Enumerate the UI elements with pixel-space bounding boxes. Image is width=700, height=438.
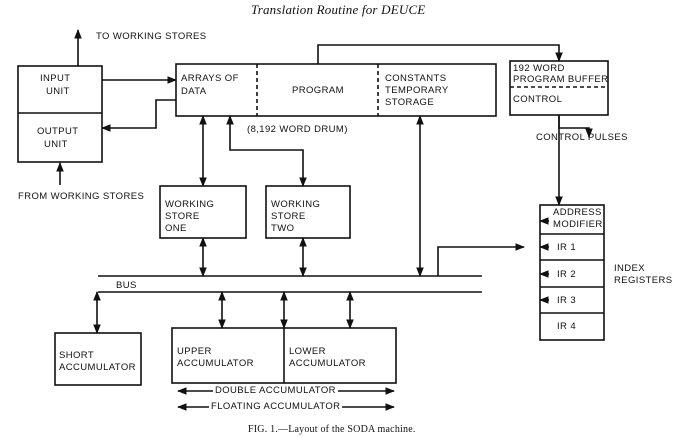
input-unit-label-1: INPUT	[40, 73, 71, 84]
lower-accumulator-label-1: LOWER	[289, 346, 326, 357]
constants-label-1: CONSTANTS	[385, 73, 447, 84]
short-accumulator-label-1: SHORT	[59, 350, 95, 361]
constants-label-2: TEMPORARY	[385, 85, 449, 96]
input-output-box	[17, 65, 103, 163]
bus-label: BUS	[116, 280, 137, 291]
output-unit-label-1: OUTPUT	[37, 126, 79, 137]
ir4-label: IR 4	[557, 321, 577, 332]
drum-size-label: (8,192 WORD DRUM)	[247, 124, 348, 135]
constants-label-3: STORAGE	[385, 97, 435, 108]
ws2-label-2: STORE	[271, 211, 306, 222]
arrays-label-1: ARRAYS OF	[181, 73, 239, 84]
lower-accumulator-label-2: ACCUMULATOR	[289, 358, 366, 369]
input-unit-label-2: UNIT	[46, 86, 70, 97]
figure-caption: FIG. 1.—Layout of the SODA machine.	[248, 424, 416, 435]
ir3-label: IR 3	[557, 295, 577, 306]
floating-accumulator-label: FLOATING ACCUMULATOR	[209, 401, 343, 412]
index-registers-label-1: INDEX	[614, 263, 646, 274]
control-label: CONTROL	[513, 94, 563, 105]
address-modifier-label-1: ADDRESS	[553, 207, 602, 218]
output-unit-label-2: UNIT	[44, 139, 68, 150]
ws1-label-1: WORKING	[165, 199, 215, 210]
control-pulses-label: CONTROL PULSES	[536, 132, 628, 143]
buffer-label-1: 192 WORD	[513, 63, 565, 74]
ws1-label-3: ONE	[165, 223, 187, 234]
address-modifier-label-2: MODIFIER	[553, 219, 603, 230]
working-store-two-box	[265, 185, 351, 239]
to-working-stores-label: TO WORKING STORES	[96, 31, 207, 42]
ws2-label-3: TWO	[271, 223, 295, 234]
ir1-label: IR 1	[557, 242, 577, 253]
ir2-label: IR 2	[557, 269, 577, 280]
upper-accumulator-label-1: UPPER	[177, 346, 212, 357]
program-label: PROGRAM	[292, 85, 344, 96]
double-accumulator-label: DOUBLE ACCUMULATOR	[213, 385, 338, 396]
arrays-label-2: DATA	[181, 86, 207, 97]
index-registers-label-2: REGISTERS	[614, 275, 673, 286]
from-working-stores-label: FROM WORKING STORES	[18, 191, 145, 202]
upper-accumulator-label-2: ACCUMULATOR	[177, 358, 254, 369]
drum-box	[175, 63, 497, 117]
page-title: Translation Routine for DEUCE	[251, 2, 426, 17]
short-accumulator-label-2: ACCUMULATOR	[59, 362, 136, 373]
ws1-label-2: STORE	[165, 211, 200, 222]
buffer-label-2: PROGRAM BUFFER	[513, 74, 609, 85]
ws2-label-1: WORKING	[271, 199, 321, 210]
